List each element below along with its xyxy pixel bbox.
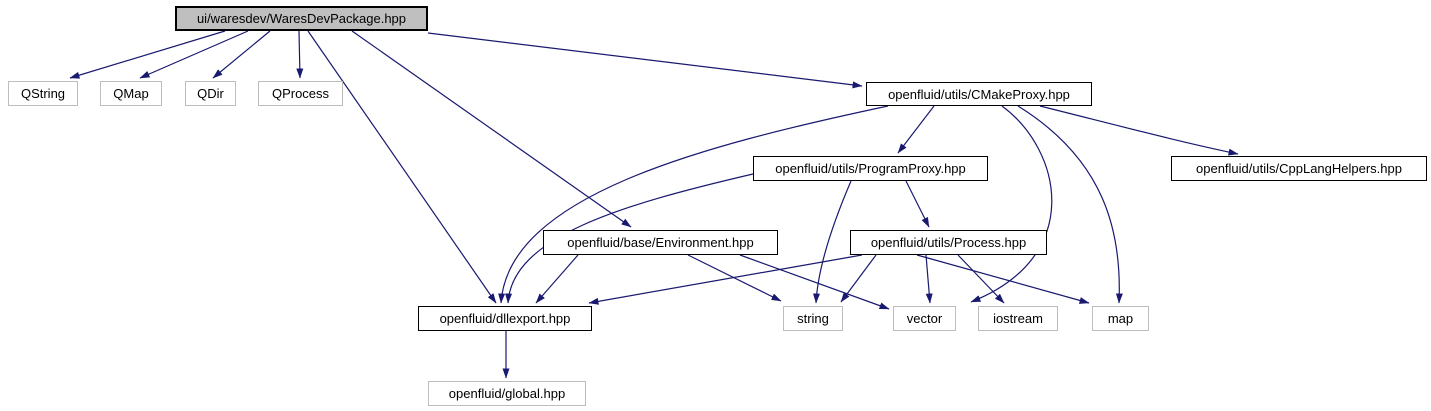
- edge-cmakeproxy-dllexport: [498, 105, 889, 304]
- edge-wares-qprocess: [296, 30, 304, 79]
- edge-environment-vector: [739, 254, 890, 310]
- edge-cmakeproxy-programproxy: [897, 105, 935, 154]
- graph-node-iostream: iostream: [978, 306, 1058, 331]
- edge-programproxy-string: [812, 180, 852, 304]
- edge-process-vector: [925, 254, 933, 304]
- edge-wares-qmap: [139, 30, 249, 79]
- edge-process-map: [916, 254, 1090, 304]
- edge-cmakeproxy-map: [1017, 105, 1123, 304]
- graph-node-string: string: [783, 306, 843, 331]
- graph-node-cmakeproxy[interactable]: openfluid/utils/CMakeProxy.hpp: [866, 82, 1092, 106]
- graph-node-qstring: QString: [8, 81, 78, 106]
- edge-programproxy-dllexport: [505, 173, 754, 304]
- graph-node-waresdevpackage: ui/waresdev/WaresDevPackage.hpp: [175, 6, 428, 31]
- graph-node-process[interactable]: openfluid/utils/Process.hpp: [850, 230, 1047, 255]
- graph-node-map: map: [1092, 306, 1149, 331]
- graph-node-cpplanghelpers[interactable]: openfluid/utils/CppLangHelpers.hpp: [1171, 156, 1427, 181]
- graph-node-qdir: QDir: [185, 81, 236, 106]
- edge-cmakeproxy-cpplanghelpers: [1039, 105, 1239, 156]
- edge-wares-environment: [351, 30, 632, 228]
- edge-wares-qstring: [69, 30, 226, 79]
- graph-node-programproxy[interactable]: openfluid/utils/ProgramProxy.hpp: [753, 156, 988, 181]
- edge-environment-dllexport: [535, 254, 579, 304]
- edge-wares-qdir: [212, 30, 271, 79]
- edge-process-string: [840, 254, 877, 303]
- graph-node-environment[interactable]: openfluid/base/Environment.hpp: [543, 230, 778, 255]
- graph-node-vector: vector: [893, 306, 956, 331]
- edge-wares-cmakeproxy: [427, 32, 863, 89]
- edge-process-dllexport: [588, 254, 863, 305]
- graph-node-dllexport[interactable]: openfluid/dllexport.hpp: [418, 306, 592, 331]
- graph-node-global: openfluid/global.hpp: [428, 381, 586, 406]
- graph-node-qprocess: QProcess: [258, 81, 343, 106]
- edge-process-iostream: [957, 254, 1005, 304]
- edge-programproxy-process: [905, 180, 930, 228]
- edge-wares-dllexport: [307, 30, 497, 304]
- graph-node-qmap: QMap: [100, 81, 162, 106]
- edge-cmakeproxy-vector: [970, 105, 1053, 303]
